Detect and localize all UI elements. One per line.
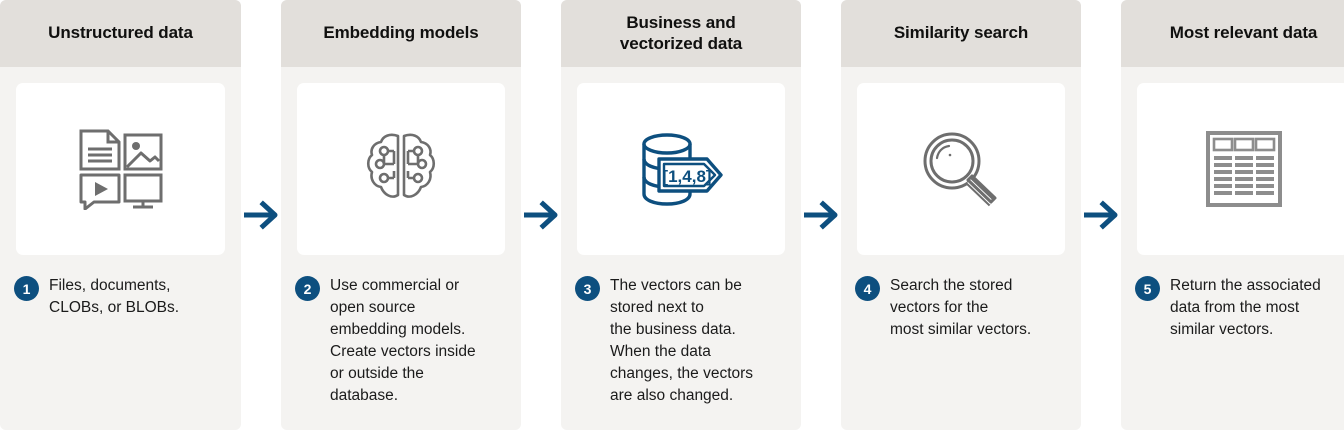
step-column-4: Similarity search 4 Search the stored ve… — [841, 0, 1081, 430]
step-1-icon-card — [16, 83, 225, 255]
step-3-badge: 3 — [575, 276, 600, 301]
step-4-caption-text: Search the stored vectors for the most s… — [890, 277, 1032, 338]
step-5-caption-text: Return the associated data from the most… — [1170, 277, 1321, 338]
step-1-header: Unstructured data — [0, 0, 241, 67]
step-2-header: Embedding models — [281, 0, 521, 67]
step-1-caption-text: Files, documents, CLOBs, or BLOBs. — [49, 277, 180, 316]
connector-4-5 — [1081, 0, 1121, 430]
step-5-caption: 5 Return the associated data from the mo… — [1135, 275, 1344, 341]
step-5-title: Most relevant data — [1169, 23, 1318, 43]
step-2-caption: 2 Use commercial or open source embeddin… — [295, 275, 507, 407]
table-grid-icon — [1205, 131, 1282, 207]
connector-2-3 — [521, 0, 561, 430]
step-column-2: Embedding models 2 Use com — [281, 0, 521, 430]
step-5-icon-card — [1137, 83, 1344, 255]
arrow-right-icon — [802, 198, 840, 232]
circuit-brain-icon — [361, 130, 441, 208]
step-column-5: Most relevant data — [1121, 0, 1344, 430]
step-4-header: Similarity search — [841, 0, 1081, 67]
step-2-badge: 2 — [295, 276, 320, 301]
step-2-title: Embedding models — [323, 23, 479, 43]
step-5-header: Most relevant data — [1121, 0, 1344, 67]
step-3-caption: 3 The vectors can be stored next to the … — [575, 275, 787, 407]
step-4-title: Similarity search — [893, 23, 1029, 43]
step-4-icon-card — [857, 83, 1065, 255]
arrow-right-icon — [242, 198, 280, 232]
step-column-1: Unstructured data — [0, 0, 241, 430]
arrow-right-icon — [522, 198, 560, 232]
database-vector-label: [1,4,8] — [662, 167, 711, 186]
documents-media-icon — [78, 128, 164, 210]
step-1-badge: 1 — [14, 276, 39, 301]
magnifying-glass-icon — [919, 129, 1003, 209]
connector-1-2 — [241, 0, 281, 430]
step-3-title: Business and vectorized data — [619, 13, 743, 53]
step-4-badge: 4 — [855, 276, 880, 301]
step-3-caption-text: The vectors can be stored next to the bu… — [610, 277, 754, 404]
step-2-icon-card — [297, 83, 505, 255]
step-1-title: Unstructured data — [48, 23, 193, 43]
database-vector-icon: [1,4,8] — [634, 129, 728, 209]
connector-3-4 — [801, 0, 841, 430]
step-5-badge: 5 — [1135, 276, 1160, 301]
step-3-header: Business and vectorized data — [561, 0, 801, 67]
step-2-caption-text: Use commercial or open source embedding … — [330, 277, 476, 404]
step-column-3: Business and vectorized data [1,4,8] 3 T… — [561, 0, 801, 430]
step-4-caption: 4 Search the stored vectors for the most… — [855, 275, 1067, 341]
step-1-caption: 1 Files, documents, CLOBs, or BLOBs. — [14, 275, 227, 319]
arrow-right-icon — [1082, 198, 1120, 232]
step-3-icon-card: [1,4,8] — [577, 83, 785, 255]
